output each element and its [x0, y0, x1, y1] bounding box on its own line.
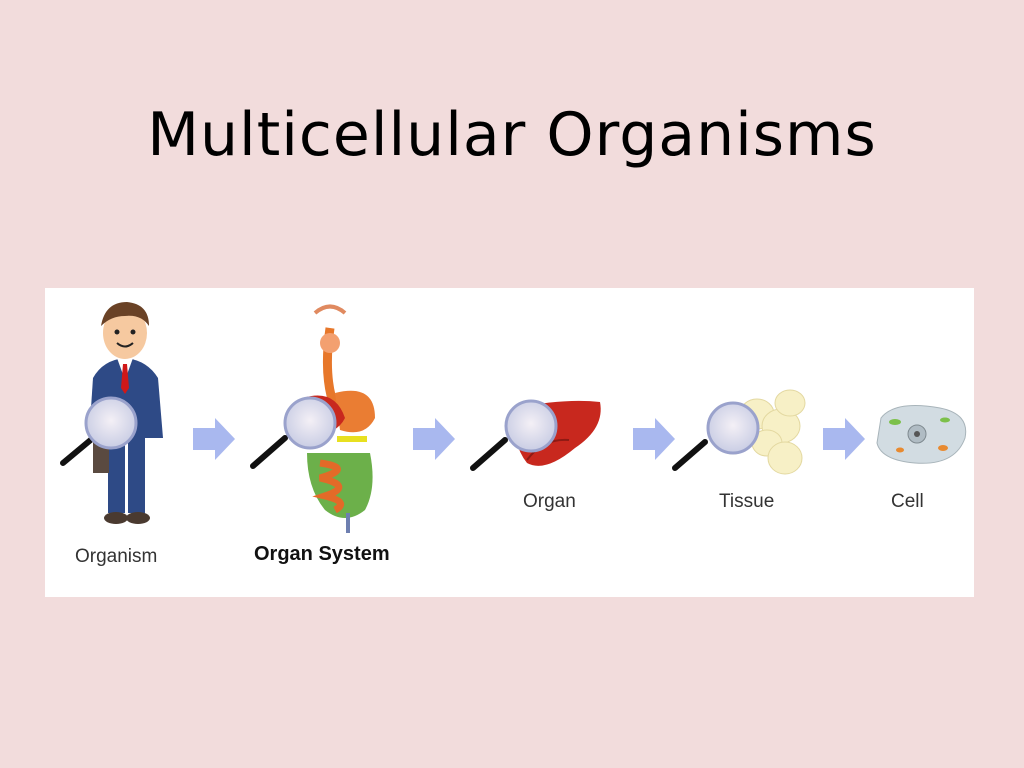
- arrow-right-icon: [413, 418, 455, 460]
- arrow-right-icon: [193, 418, 235, 460]
- arrow-right-icon: [633, 418, 675, 460]
- businessman-icon: [60, 302, 163, 524]
- cell-icon: [876, 405, 967, 464]
- tissue-cells-icon: [672, 389, 806, 475]
- stage-label-organ-system: Organ System: [254, 543, 390, 565]
- stage-label-organism: Organism: [75, 546, 158, 567]
- hierarchy-diagram: Organism Organ System Organ Tissue Cell: [45, 288, 974, 597]
- stage-label-cell: Cell: [891, 491, 924, 512]
- slide-title: Multicellular Organisms: [147, 100, 877, 170]
- stage-label-organ: Organ: [523, 491, 576, 512]
- liver-icon: [470, 399, 601, 471]
- arrow-right-icon: [823, 418, 865, 460]
- digestive-system-icon: [250, 304, 375, 533]
- stage-label-tissue: Tissue: [719, 491, 775, 512]
